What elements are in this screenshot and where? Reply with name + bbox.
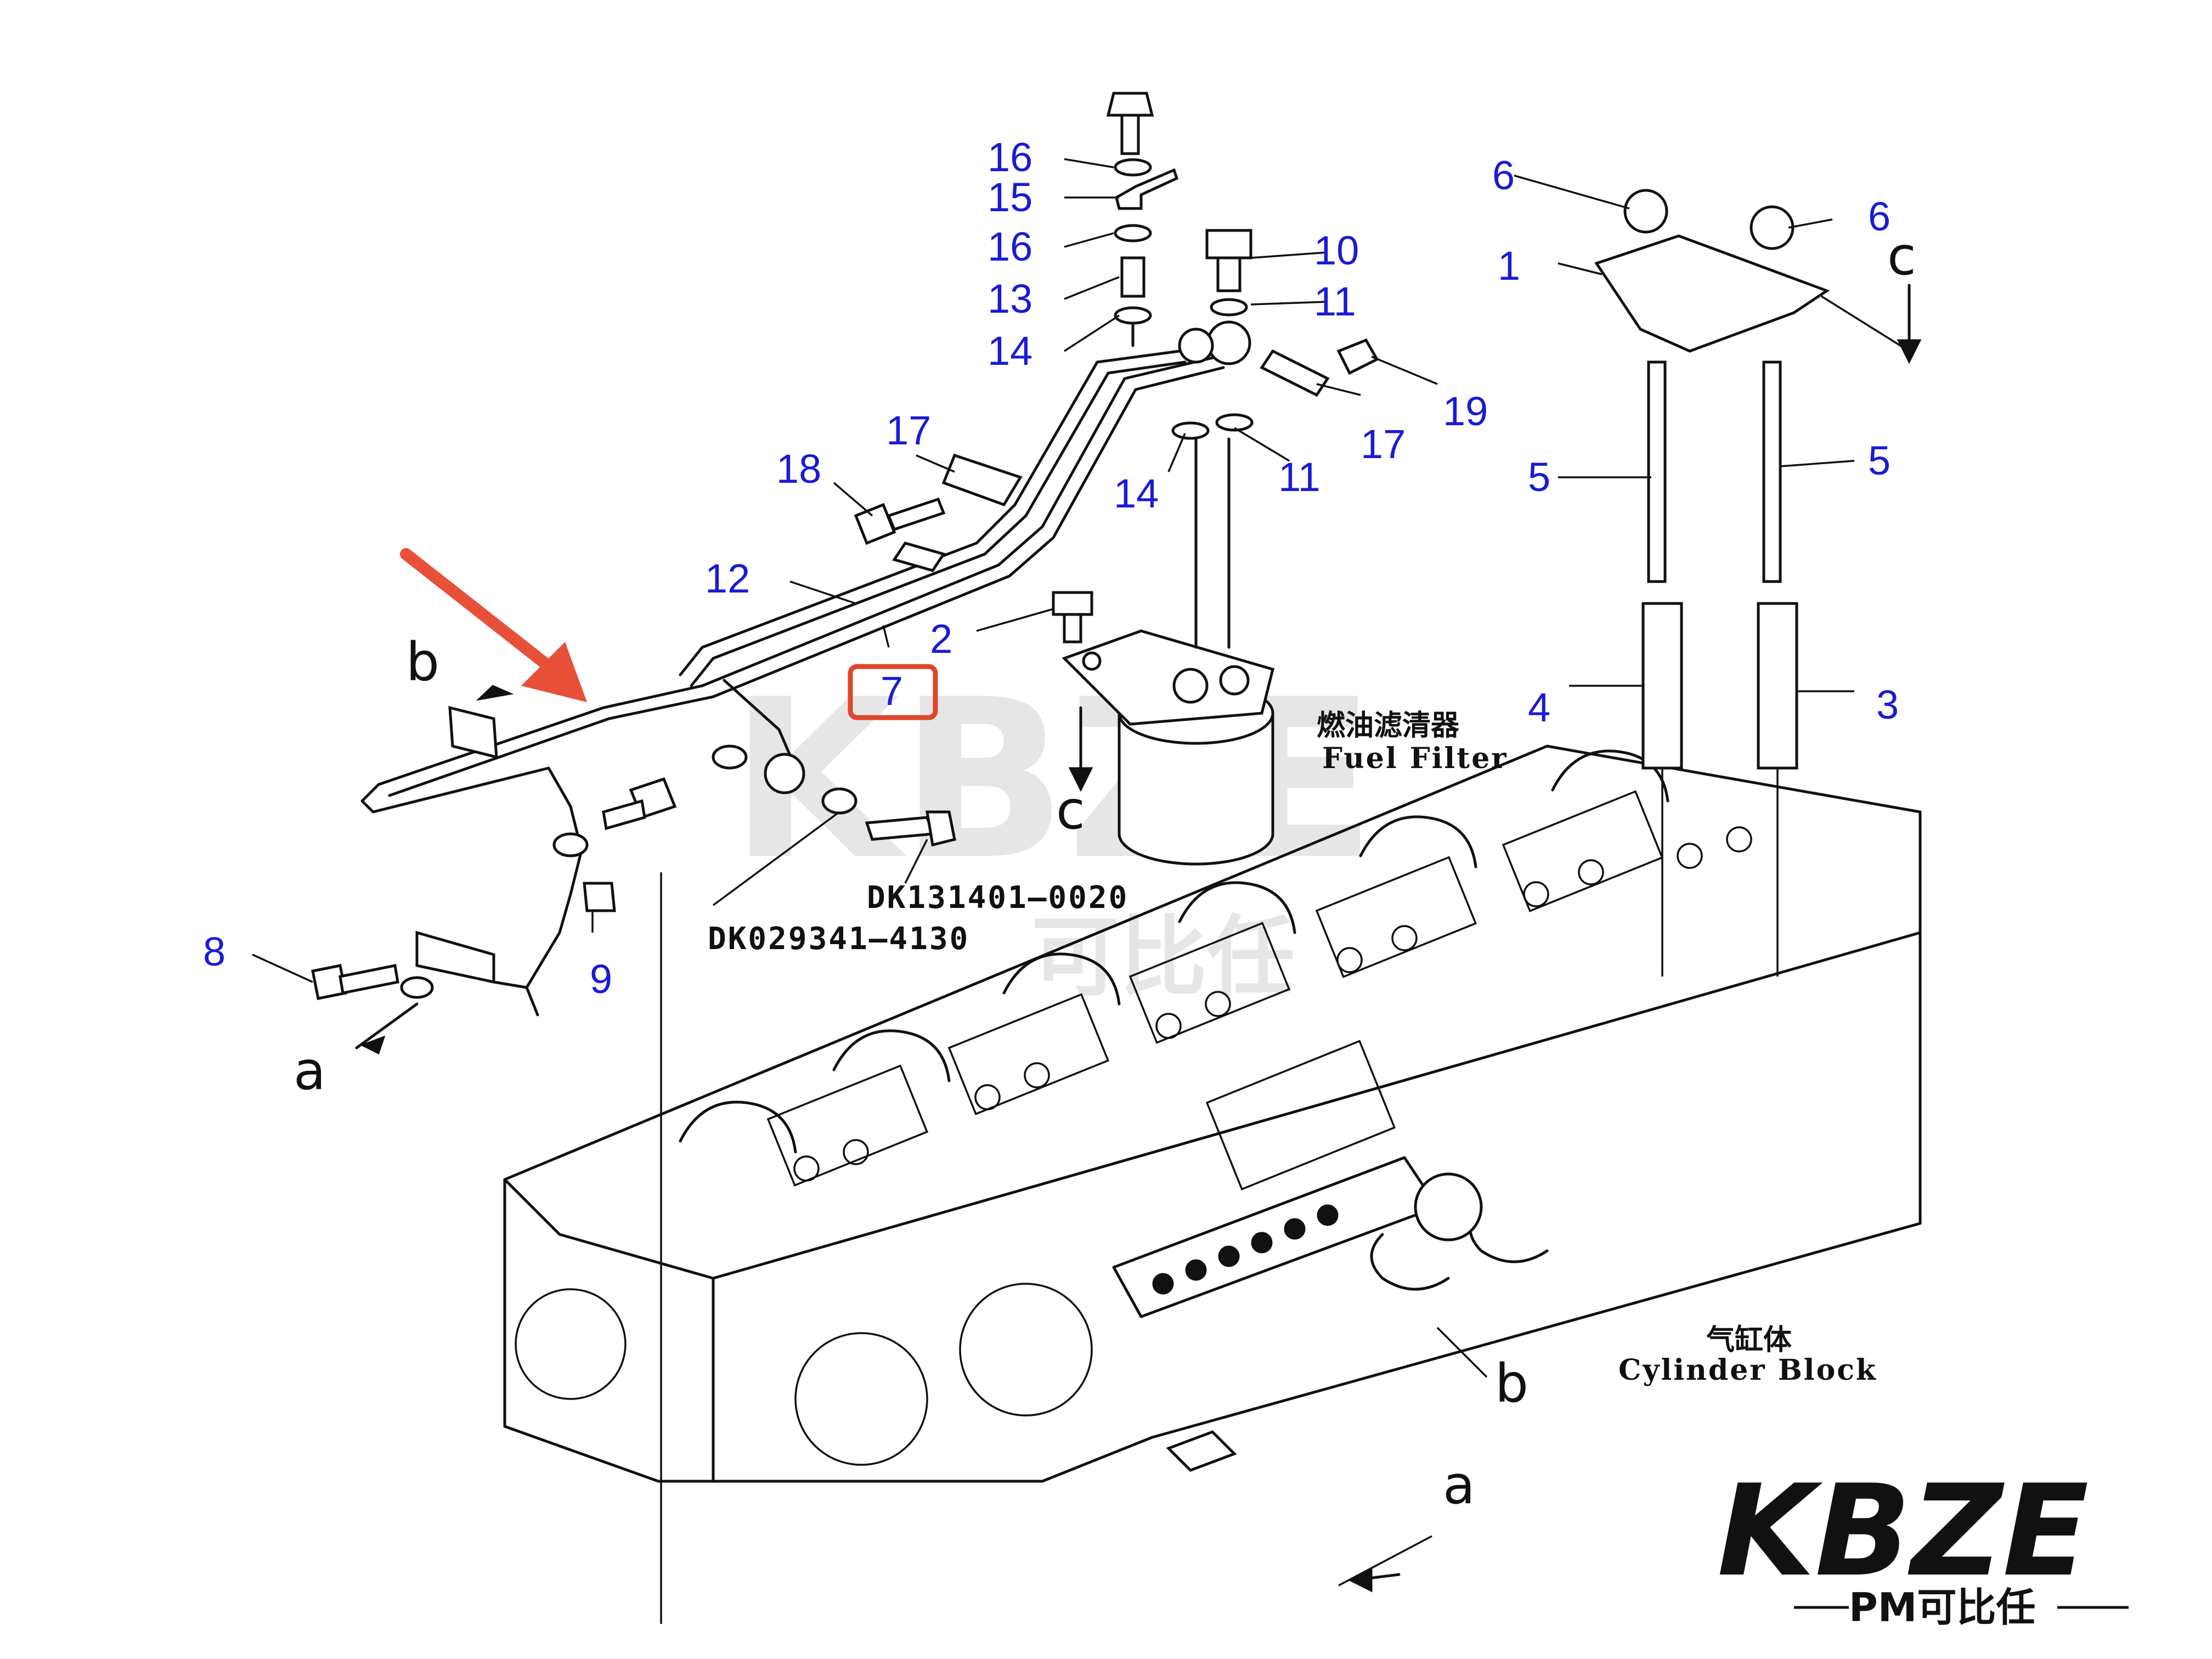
callout-12: 12 bbox=[705, 556, 750, 601]
callout-8: 8 bbox=[203, 929, 225, 974]
callout-17-left: 17 bbox=[886, 408, 931, 453]
reference-letters: b a c c b a bbox=[294, 225, 1916, 1516]
callout-16-mid: 16 bbox=[988, 224, 1032, 269]
callout-18: 18 bbox=[776, 446, 821, 492]
hardware bbox=[311, 92, 1379, 1000]
fuel-filter bbox=[1062, 437, 1275, 866]
callout-13: 13 bbox=[988, 276, 1032, 321]
component-labels: 燃油滤清器 Fuel Filter 气缸体 Cylinder Block bbox=[1317, 709, 1877, 1387]
callout-14-top: 14 bbox=[988, 328, 1032, 374]
part-number-washer: DK029341—4130 bbox=[708, 921, 969, 957]
callout-10: 10 bbox=[1314, 228, 1359, 273]
ref-c-right: c bbox=[1887, 225, 1916, 287]
fuel-tubes bbox=[360, 320, 1330, 1017]
callouts: 16 15 16 13 14 10 11 19 17 17 18 14 11 1… bbox=[203, 134, 1899, 1002]
ref-b-bottom: b bbox=[1495, 1353, 1528, 1414]
ref-a-bottom: a bbox=[1443, 1454, 1475, 1516]
callout-19: 19 bbox=[1443, 388, 1488, 434]
callout-5-right: 5 bbox=[1868, 438, 1891, 483]
label-fuel-filter-en: Fuel Filter bbox=[1322, 742, 1508, 775]
callout-2: 2 bbox=[930, 616, 952, 662]
kbze-logo: KBZE PM可比任 bbox=[1717, 1458, 2129, 1630]
callout-16-top: 16 bbox=[988, 134, 1032, 180]
label-cylinder-block-cn: 气缸体 bbox=[1706, 1324, 1792, 1357]
bracket-assembly bbox=[1594, 189, 1910, 977]
callout-1: 1 bbox=[1498, 243, 1520, 289]
watermark-sub: 可比任 bbox=[1031, 906, 1295, 1008]
callout-6-right: 6 bbox=[1868, 194, 1891, 239]
ref-c-filter: c bbox=[1056, 780, 1085, 841]
callout-6-left: 6 bbox=[1492, 153, 1515, 198]
callout-5-left: 5 bbox=[1528, 454, 1550, 500]
pointer-arrow bbox=[400, 548, 587, 702]
callout-7: 7 bbox=[881, 668, 903, 714]
cylinder-block bbox=[503, 744, 1922, 1483]
logo-tagline: PM可比任 bbox=[1849, 1584, 2035, 1630]
logo-brand: KBZE bbox=[1717, 1458, 2089, 1605]
leader-lines bbox=[252, 158, 1855, 1587]
callout-17-right: 17 bbox=[1361, 421, 1406, 467]
ref-a-left: a bbox=[294, 1040, 326, 1102]
callout-14-bottom: 14 bbox=[1114, 471, 1159, 516]
label-cylinder-block-en: Cylinder Block bbox=[1618, 1353, 1877, 1387]
callout-3: 3 bbox=[1876, 682, 1899, 727]
callout-11-top: 11 bbox=[1314, 279, 1356, 324]
callout-11-bottom: 11 bbox=[1278, 454, 1321, 500]
ref-b-top: b bbox=[406, 631, 439, 693]
callout-4: 4 bbox=[1528, 685, 1550, 730]
highlight-box bbox=[848, 664, 938, 720]
part-number-bolt: DK131401—0020 bbox=[867, 880, 1128, 916]
part-number-labels: DK131401—0020 DK029341—4130 bbox=[708, 880, 1128, 957]
callout-15: 15 bbox=[988, 174, 1032, 220]
reference-arrows bbox=[355, 284, 1922, 1593]
watermark-text: KBZE bbox=[730, 653, 1376, 908]
callout-9: 9 bbox=[590, 956, 612, 1002]
label-fuel-filter-cn: 燃油滤清器 bbox=[1317, 709, 1460, 742]
